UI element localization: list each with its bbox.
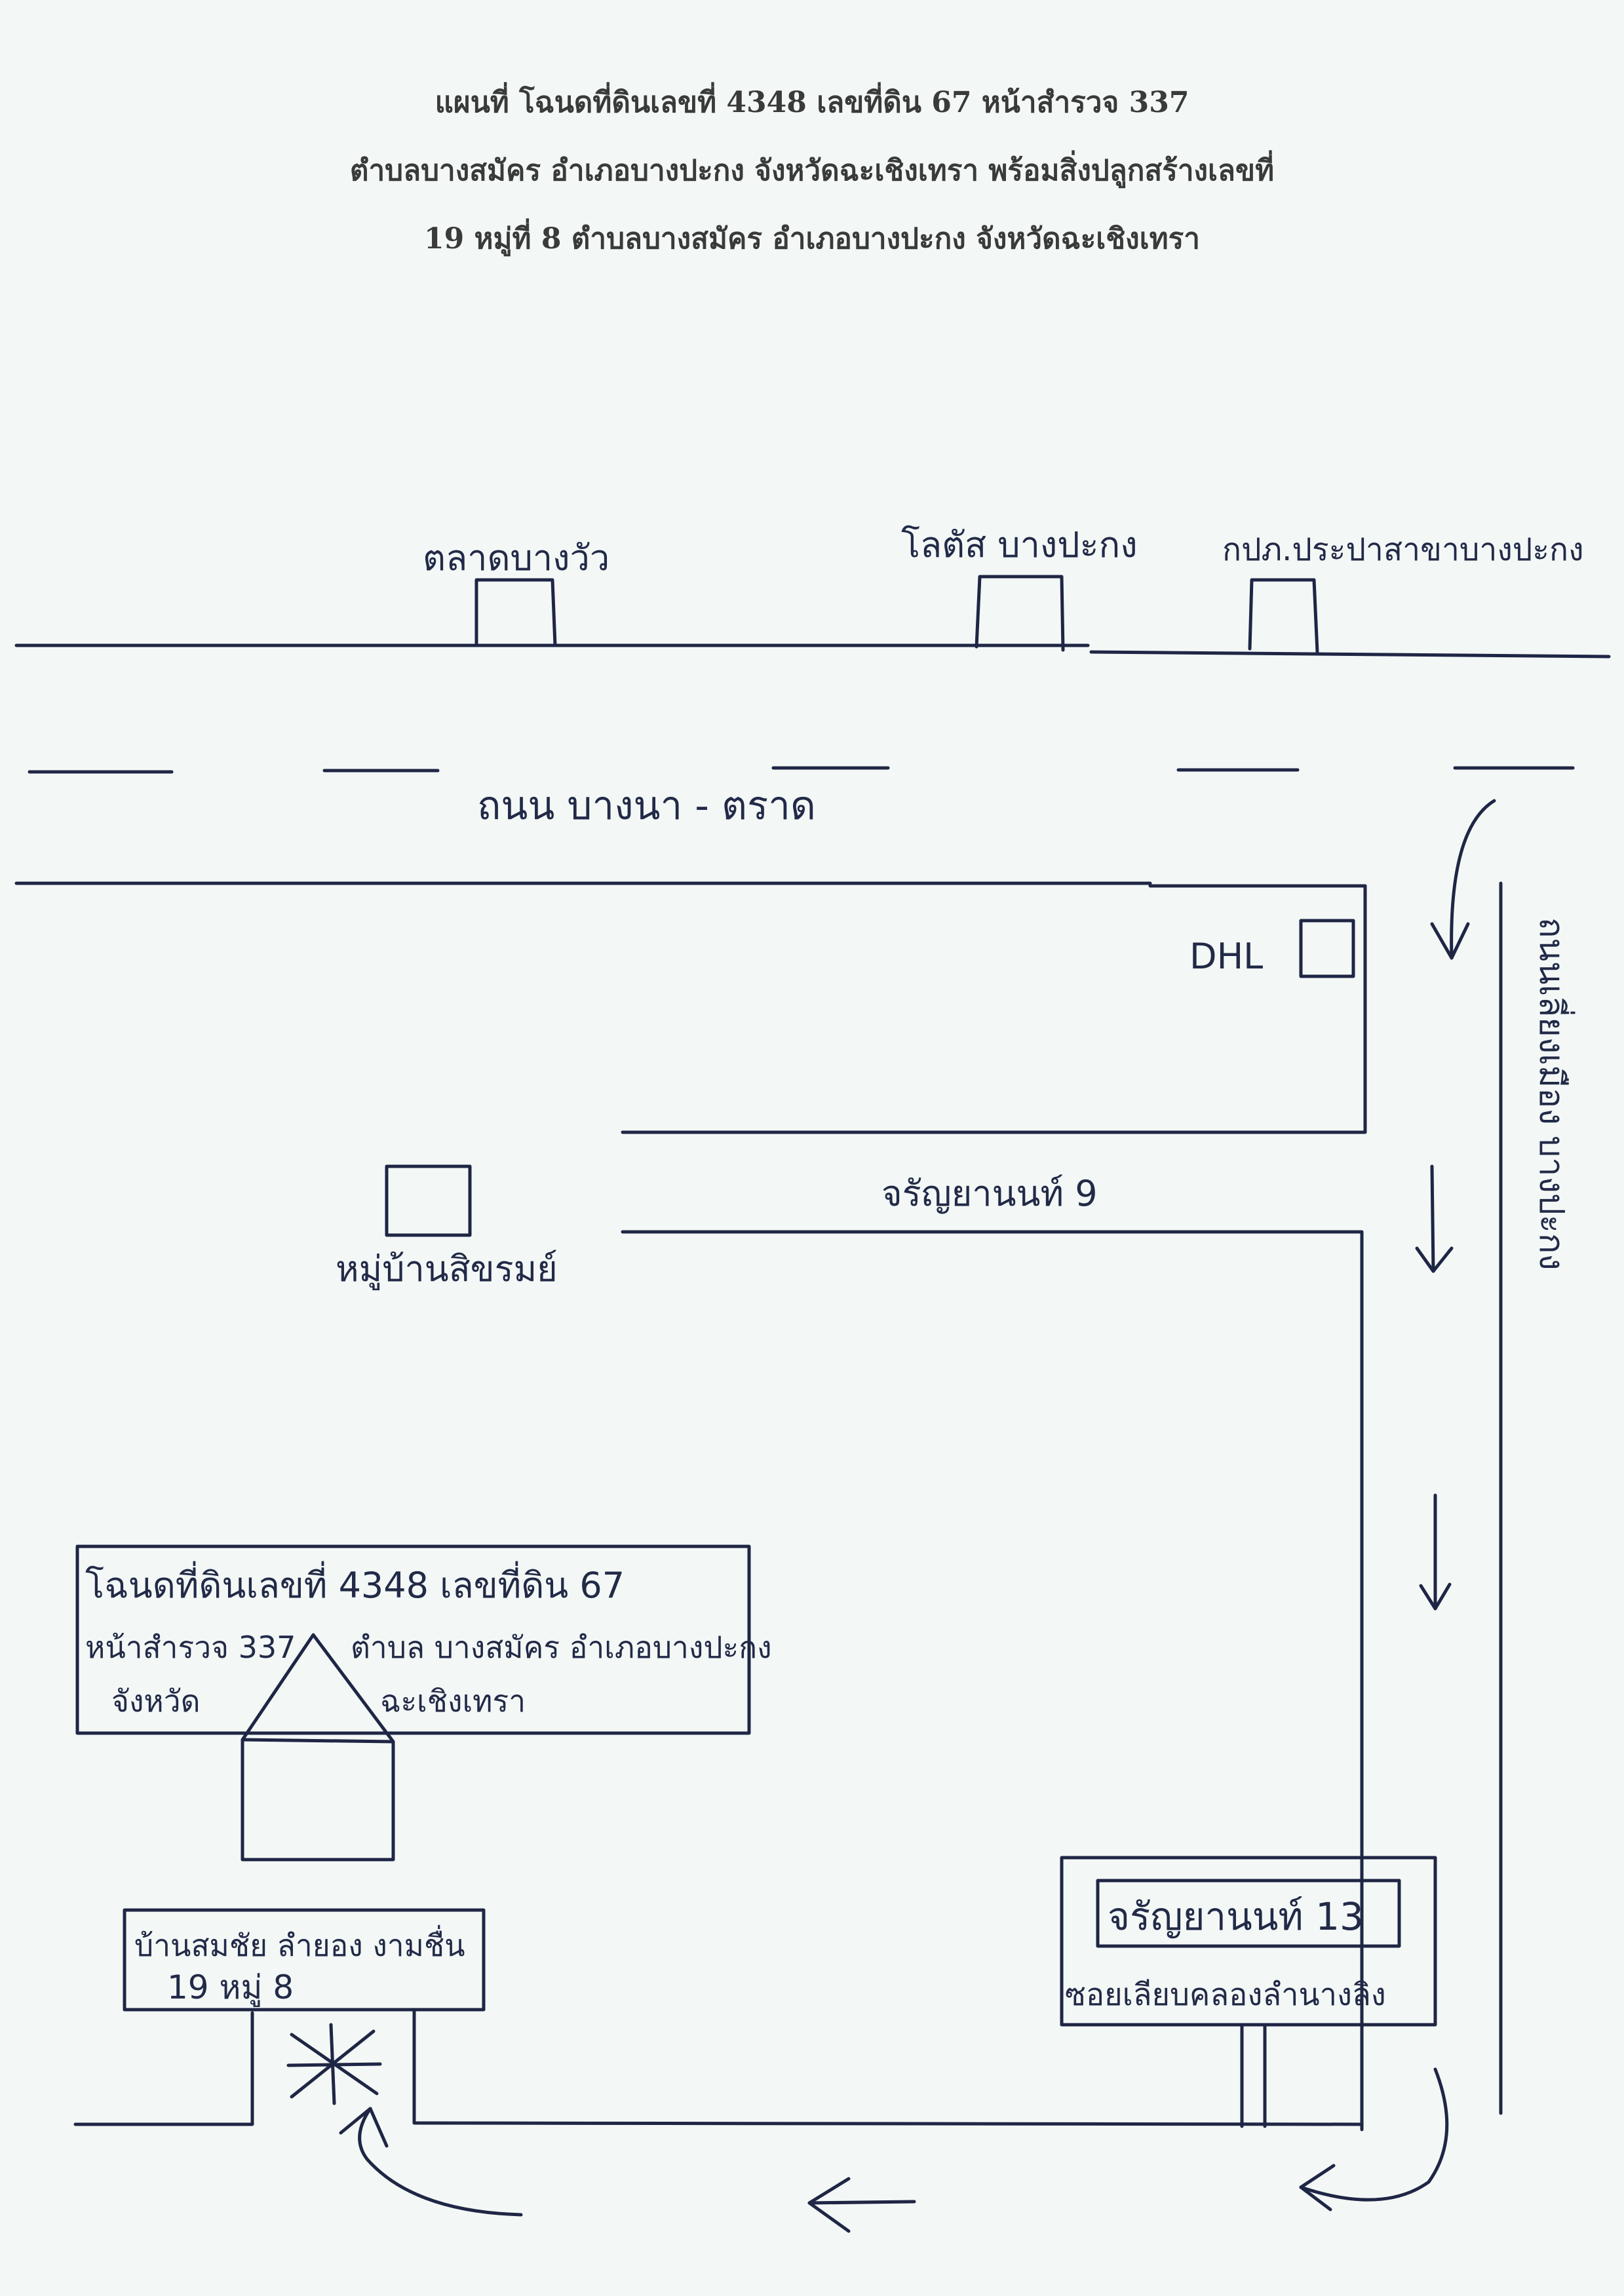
plot-label-line3a: จังหวัด xyxy=(111,1683,200,1719)
arrow-down-1-icon xyxy=(1450,799,1496,960)
lotus-label: โลตัส บางปะกง xyxy=(901,524,1138,565)
dhl-label: DHL xyxy=(1189,936,1263,977)
side-road-label: ถนนเลี่ยงเมือง บางปะกง xyxy=(1532,917,1576,1271)
house-label-line2: 19 หมู่ 8 xyxy=(167,1968,294,2007)
route-arrows xyxy=(339,799,1496,2233)
map-header: แผนที่ โฉนดที่ดินเลขที่ 4348 เลขที่ดิน 6… xyxy=(0,69,1624,273)
water-office-label: กปภ.ประปาสาขาบางปะกง xyxy=(1222,531,1584,568)
house-icon xyxy=(241,1633,395,1862)
arrow-left-icon xyxy=(807,2200,916,2205)
arrow-up-icon xyxy=(358,2107,523,2217)
soi13-label-line2: ซอยเลียบคลองลำนางลิง xyxy=(1065,1977,1386,2013)
plot-label-line2a: หน้าสำรวจ 337 xyxy=(85,1630,296,1665)
main-road-label: ถนน บางนา - ตราด xyxy=(477,783,816,829)
soi9-top-edge xyxy=(621,884,1367,1134)
soi9-bottom-edge xyxy=(621,1230,1364,2132)
water-office-building xyxy=(1248,578,1319,654)
header-line-3: 19 หมู่ที่ 8 ตำบลบางสมัคร อำเภอบางปะกง จ… xyxy=(423,222,1200,256)
arrow-turn-left-icon xyxy=(1299,2067,1449,2202)
soi9-label: จรัญยานนท์ 9 xyxy=(881,1173,1098,1214)
entrance-star-icon xyxy=(286,2023,382,2105)
header-line-1: แผนที่ โฉนดที่ดินเลขที่ 4348 เลขที่ดิน 6… xyxy=(435,86,1189,119)
main-road-centre-dashes xyxy=(28,766,1575,774)
entrance-left-edge xyxy=(73,2011,254,2126)
plot-label-box xyxy=(75,1544,751,1735)
lotus-building xyxy=(975,575,1065,652)
plot-label-line2b: ตำบล บางสมัคร อำเภอบางปะกง xyxy=(351,1630,772,1665)
arrow-down-2-icon xyxy=(1430,1164,1435,1273)
soi13-outer-box xyxy=(1060,1856,1437,2027)
plot-label-line3b: ฉะเชิงเทรา xyxy=(380,1683,526,1719)
house-label-box xyxy=(123,1908,486,2012)
header-line-2: ตำบลบางสมัคร อำเภอบางปะกง จังหวัดฉะเชิงเ… xyxy=(349,154,1275,187)
dhl-building xyxy=(1299,919,1355,978)
main-road-top-edge-right xyxy=(1089,650,1611,659)
market-label: ตลาดบางวัว xyxy=(423,537,609,579)
market-building xyxy=(474,578,557,647)
village-label: หมู่บ้านสิขรมย์ xyxy=(336,1248,558,1290)
village-building xyxy=(385,1164,472,1237)
plot-label-line1: โฉนดที่ดินเลขที่ 4348 เลขที่ดิน 67 xyxy=(85,1561,625,1606)
house-label-line1: บ้านสมชัย ลำยอง งามชื่น xyxy=(134,1924,465,1963)
soi13-inner-box xyxy=(1096,1879,1401,1948)
soi13-label-line1: จรัญยานนท์ 13 xyxy=(1108,1894,1364,1939)
entrance-right-edge xyxy=(412,2010,1364,2126)
